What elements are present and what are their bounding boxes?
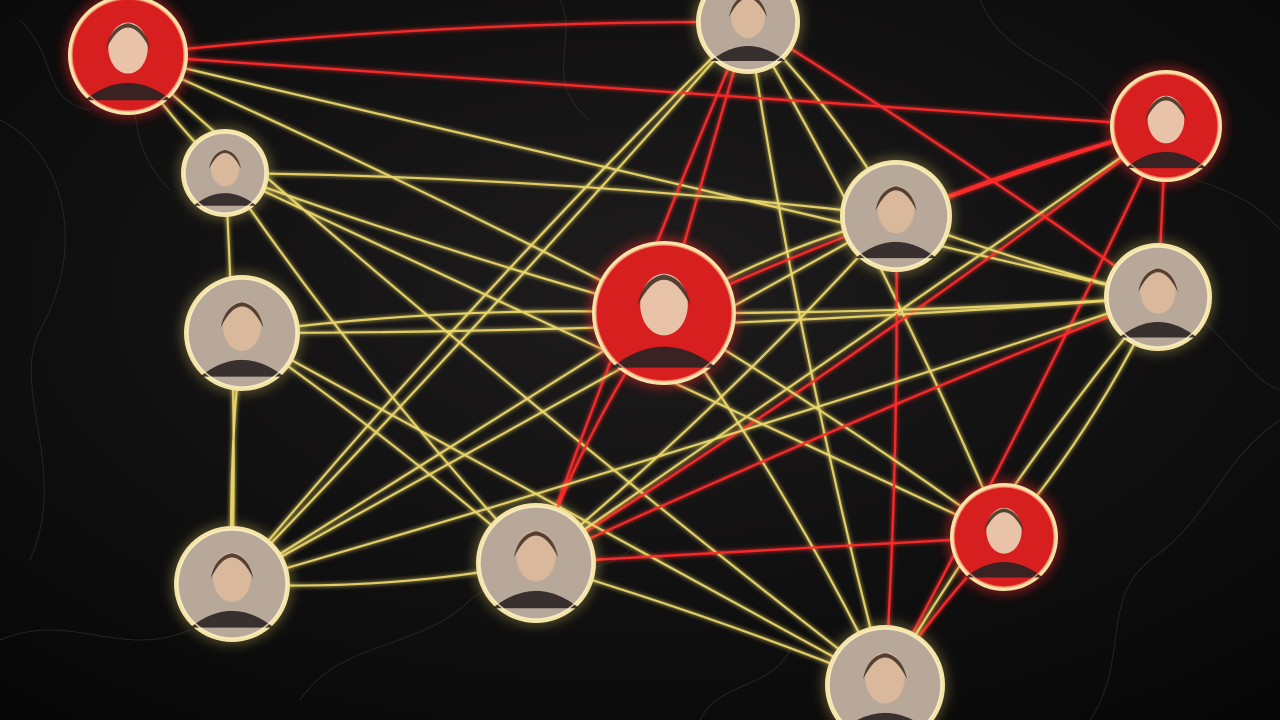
node-inner-ring [595,244,733,382]
node-inner-ring [699,0,797,71]
node-person-bottom[interactable] [823,623,947,720]
portrait-shoulders-icon [1119,321,1197,338]
portrait-shoulders-icon [84,82,172,101]
portrait-face-icon [212,552,252,602]
edge-woman-center-right-to-person-bottom [883,214,898,687]
portrait-face-icon [222,301,262,351]
portrait-face-icon [108,22,148,74]
portrait-hair-icon [513,531,559,558]
node-inner-ring [71,0,185,112]
edge-woman-top-center-to-man-bottom-left [230,20,750,586]
portrait-shoulders-icon [190,610,274,628]
portrait-hair-icon [1138,268,1178,292]
edge-woman-right-to-man-bottom-left [230,295,1160,586]
node-inner-ring [843,163,949,269]
edge-woman-top-center-to-woman-lower-right [746,20,1006,539]
portrait-face-icon [516,530,556,582]
portrait-hair-icon [209,149,241,169]
node-inner-ring [828,628,942,720]
edge-man-bottom-left-to-woman-top-center [230,20,750,586]
node-inner-ring [953,486,1055,588]
portrait-hair-icon [984,508,1024,532]
portrait-face-icon [986,507,1022,554]
portrait-hair-icon [862,653,908,680]
portrait-face-icon [865,652,905,704]
node-woman-top-center[interactable] [694,0,802,76]
edge-man-top-left-to-woman-top-center [126,20,750,57]
portrait-shoulders-icon [965,561,1043,578]
edge-man-bottom-center-to-woman-top-right [534,124,1168,565]
edge-man-top-left-to-young-man-center [126,53,666,315]
portrait-shoulders-icon [1125,151,1207,169]
portrait-hair-icon [220,302,264,328]
portrait-shoulders-icon [200,359,284,377]
portrait-face-icon [1140,267,1176,314]
edge-woman-top-right-to-man-bottom-center [534,124,1168,565]
node-woman-center-right[interactable] [838,158,954,274]
node-man-bottom-center[interactable] [474,501,598,625]
edge-man-top-left-to-woman-right [126,53,1160,299]
edge-woman-top-right-to-person-bottom [883,124,1168,687]
node-woman-left[interactable] [182,273,302,393]
node-young-man-center[interactable] [590,239,738,387]
node-inner-ring [1107,246,1209,348]
nodes [66,0,1224,720]
portrait-shoulders-icon [855,241,937,259]
portrait-hair-icon [105,23,151,50]
edge-person-masked-left-to-man-bottom-center [223,171,538,565]
node-woman-lower-right[interactable] [948,481,1060,593]
portrait-shoulders-icon [611,346,717,368]
portrait-hair-icon [637,274,691,306]
edge-person-masked-left-to-woman-center-right [223,171,898,218]
node-inner-ring [479,506,593,620]
edge-woman-lower-right-to-man-bottom-center [534,535,1006,565]
node-inner-ring [187,278,297,388]
edge-woman-top-center-to-woman-right [746,20,1160,299]
portrait-face-icon [210,149,240,187]
node-woman-top-right[interactable] [1108,68,1224,184]
edge-woman-center-right-to-man-bottom-left [230,214,898,586]
portrait-hair-icon [875,186,917,211]
portrait-shoulders-icon [710,46,786,61]
portrait-shoulders-icon [857,712,913,720]
edge-woman-right-to-man-bottom-center [534,295,1160,565]
portrait-shoulders-icon [492,590,580,609]
edge-woman-top-center-to-person-bottom [746,20,887,687]
portrait-hair-icon [210,553,254,579]
portrait-face-icon [1147,95,1185,144]
portrait-hair-icon [1145,96,1187,121]
node-inner-ring [184,132,266,214]
node-inner-ring [177,529,287,639]
node-person-masked-left[interactable] [179,127,271,219]
edge-woman-top-right-to-man-top-left [126,53,1168,128]
portrait-face-icon [640,273,688,336]
portrait-face-icon [731,0,765,38]
node-woman-right[interactable] [1102,241,1214,353]
node-man-top-left[interactable] [66,0,190,117]
edge-woman-center-right-to-man-bottom-center [534,214,898,565]
node-inner-ring [1113,73,1219,179]
node-man-bottom-left[interactable] [172,524,292,644]
portrait-shoulders-icon [193,193,257,206]
portrait-face-icon [877,185,915,234]
